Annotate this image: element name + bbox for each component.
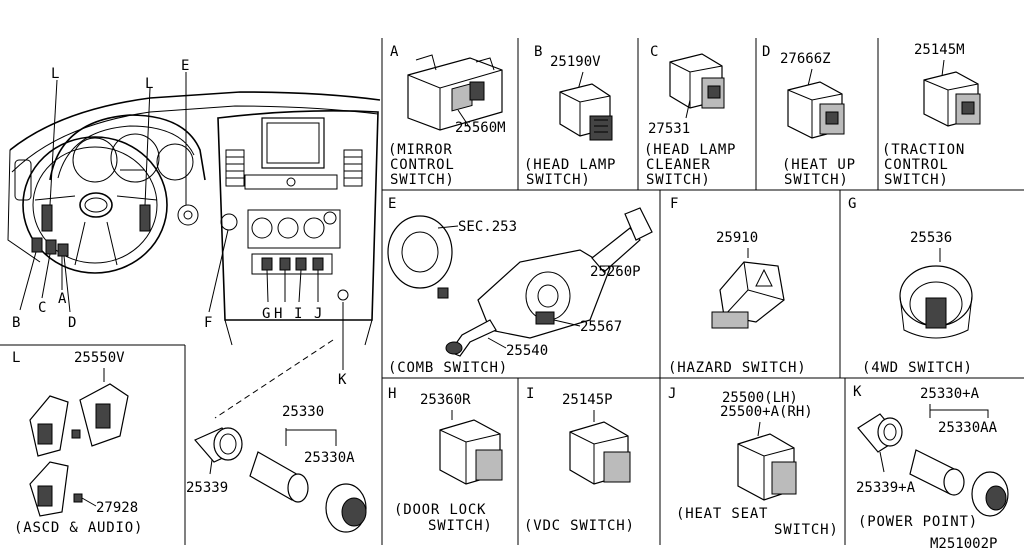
panel-k-caption: (POWER POINT) xyxy=(858,514,978,530)
panel-grid xyxy=(0,38,1024,545)
panel-b-caption-1: (HEAD LAMP xyxy=(524,157,616,173)
panel-j: J 25500(LH) 25500+A(RH) (HEAT SEAT SWITC… xyxy=(668,386,839,538)
callout-j: J xyxy=(314,306,323,322)
callout-c: C xyxy=(38,300,47,316)
panel-c-caption-2: CLEANER xyxy=(646,157,711,173)
panel-g-caption: (4WD SWITCH) xyxy=(862,360,973,376)
panel-d: D 27666Z (HEAT UP SWITCH) xyxy=(762,44,856,188)
callout-d: D xyxy=(68,315,77,331)
panel-l-part-27928: 27928 xyxy=(96,500,138,516)
panel-k-main: 25330 25330A 25339 xyxy=(186,404,367,533)
panel-e-part-25567: 25567 xyxy=(580,319,622,335)
panel-tc-caption-3: SWITCH) xyxy=(884,172,949,188)
panel-h-part: 25360R xyxy=(420,392,471,408)
panel-c: C 27531 (HEAD LAMP CLEANER SWITCH) xyxy=(644,44,736,188)
panel-e-part-25260p: 25260P xyxy=(590,264,641,280)
panel-a-letter: A xyxy=(390,44,399,60)
panel-h-caption-1: (DOOR LOCK xyxy=(394,502,486,518)
panel-f-part: 25910 xyxy=(716,230,758,246)
panel-traction: 25145M (TRACTION CONTROL SWITCH) xyxy=(882,42,981,188)
panel-j-letter: J xyxy=(668,386,677,402)
callout-l-right: L xyxy=(145,76,154,92)
diagram-code: M251002P xyxy=(930,536,997,552)
callout-b: B xyxy=(12,315,21,331)
panel-d-letter: D xyxy=(762,44,771,60)
panel-i-caption: (VDC SWITCH) xyxy=(524,518,635,534)
panel-e-caption: (COMB SWITCH) xyxy=(388,360,508,376)
k-main-part-25339: 25339 xyxy=(186,480,228,496)
overview-callouts: L L E B C A D F G H I J K xyxy=(12,58,347,388)
panel-h-letter: H xyxy=(388,386,397,402)
panel-e-part-sec253: SEC.253 xyxy=(458,219,517,235)
panel-i-letter: I xyxy=(526,386,535,402)
panel-b-caption-2: SWITCH) xyxy=(526,172,591,188)
k-main-part-25330a: 25330A xyxy=(304,450,355,466)
panel-f: F 25910 (HAZARD SWITCH) xyxy=(668,196,806,376)
panel-tc-caption-2: CONTROL xyxy=(884,157,949,173)
callout-a: A xyxy=(58,291,67,307)
callout-f: F xyxy=(204,315,213,331)
callout-l-left: L xyxy=(51,66,60,82)
panel-c-part: 27531 xyxy=(648,121,690,137)
panel-j-caption-2: SWITCH) xyxy=(774,522,839,538)
panel-j-part-lh: 25500(LH) xyxy=(722,390,798,406)
panel-d-caption-1: (HEAT UP xyxy=(782,157,856,173)
panel-g-part: 25536 xyxy=(910,230,952,246)
panel-l: L 25550V 27928 (ASCD & AUDIO) xyxy=(12,350,143,536)
callout-h: H xyxy=(274,306,283,322)
panel-l-part-25550v: 25550V xyxy=(74,350,125,366)
panel-a-caption-3: SWITCH) xyxy=(390,172,455,188)
panel-j-caption-1: (HEAT SEAT xyxy=(676,506,768,522)
panel-tc-caption-1: (TRACTION xyxy=(882,142,965,158)
callout-g: G xyxy=(262,306,271,322)
panel-a-caption-2: CONTROL xyxy=(390,157,455,173)
callout-k: K xyxy=(338,372,347,388)
panel-k-letter: K xyxy=(853,384,862,400)
panel-k: K 25330+A 25330AA 25339+A (POWER POINT) xyxy=(853,384,1009,530)
panel-e-letter: E xyxy=(388,196,397,212)
panel-k-part-25339a: 25339+A xyxy=(856,480,916,496)
panel-f-caption: (HAZARD SWITCH) xyxy=(668,360,806,376)
panel-b: B 25190V (HEAD LAMP SWITCH) xyxy=(524,44,616,188)
panel-h: H 25360R (DOOR LOCK SWITCH) xyxy=(388,386,503,534)
panel-g-letter: G xyxy=(848,196,857,212)
panel-c-caption-1: (HEAD LAMP xyxy=(644,142,736,158)
k-main-part-25330: 25330 xyxy=(282,404,324,420)
panel-a-caption-1: (MIRROR xyxy=(388,142,453,158)
callout-i: I xyxy=(294,306,303,322)
panel-i: I 25145P (VDC SWITCH) xyxy=(524,386,635,534)
panel-h-caption-2: SWITCH) xyxy=(428,518,493,534)
panel-d-caption-2: SWITCH) xyxy=(784,172,849,188)
panel-tc-part: 25145M xyxy=(914,42,965,58)
panel-a-part: 25560M xyxy=(455,120,506,136)
panel-b-letter: B xyxy=(534,44,543,60)
panel-l-caption: (ASCD & AUDIO) xyxy=(14,520,143,536)
panel-c-caption-3: SWITCH) xyxy=(646,172,711,188)
callout-e: E xyxy=(181,58,190,74)
panel-e: E SEC.253 25260P 25567 25540 (COMB SWITC… xyxy=(387,196,653,376)
panel-e-part-25540: 25540 xyxy=(506,343,548,359)
panel-k-part-25330aa: 25330AA xyxy=(938,420,998,436)
panel-a: A 25560M (MIRROR CONTROL SWITCH) xyxy=(388,44,506,188)
panel-k-part-25330a: 25330+A xyxy=(920,386,980,402)
panel-d-part: 27666Z xyxy=(780,51,831,67)
panel-g: G 25536 (4WD SWITCH) xyxy=(848,196,973,376)
dashboard-overview xyxy=(7,72,381,419)
panel-i-part: 25145P xyxy=(562,392,613,408)
panel-b-part: 25190V xyxy=(550,54,601,70)
panel-c-letter: C xyxy=(650,44,659,60)
panel-l-letter: L xyxy=(12,350,21,366)
panel-f-letter: F xyxy=(670,196,679,212)
panel-j-part-rh: 25500+A(RH) xyxy=(720,404,813,420)
